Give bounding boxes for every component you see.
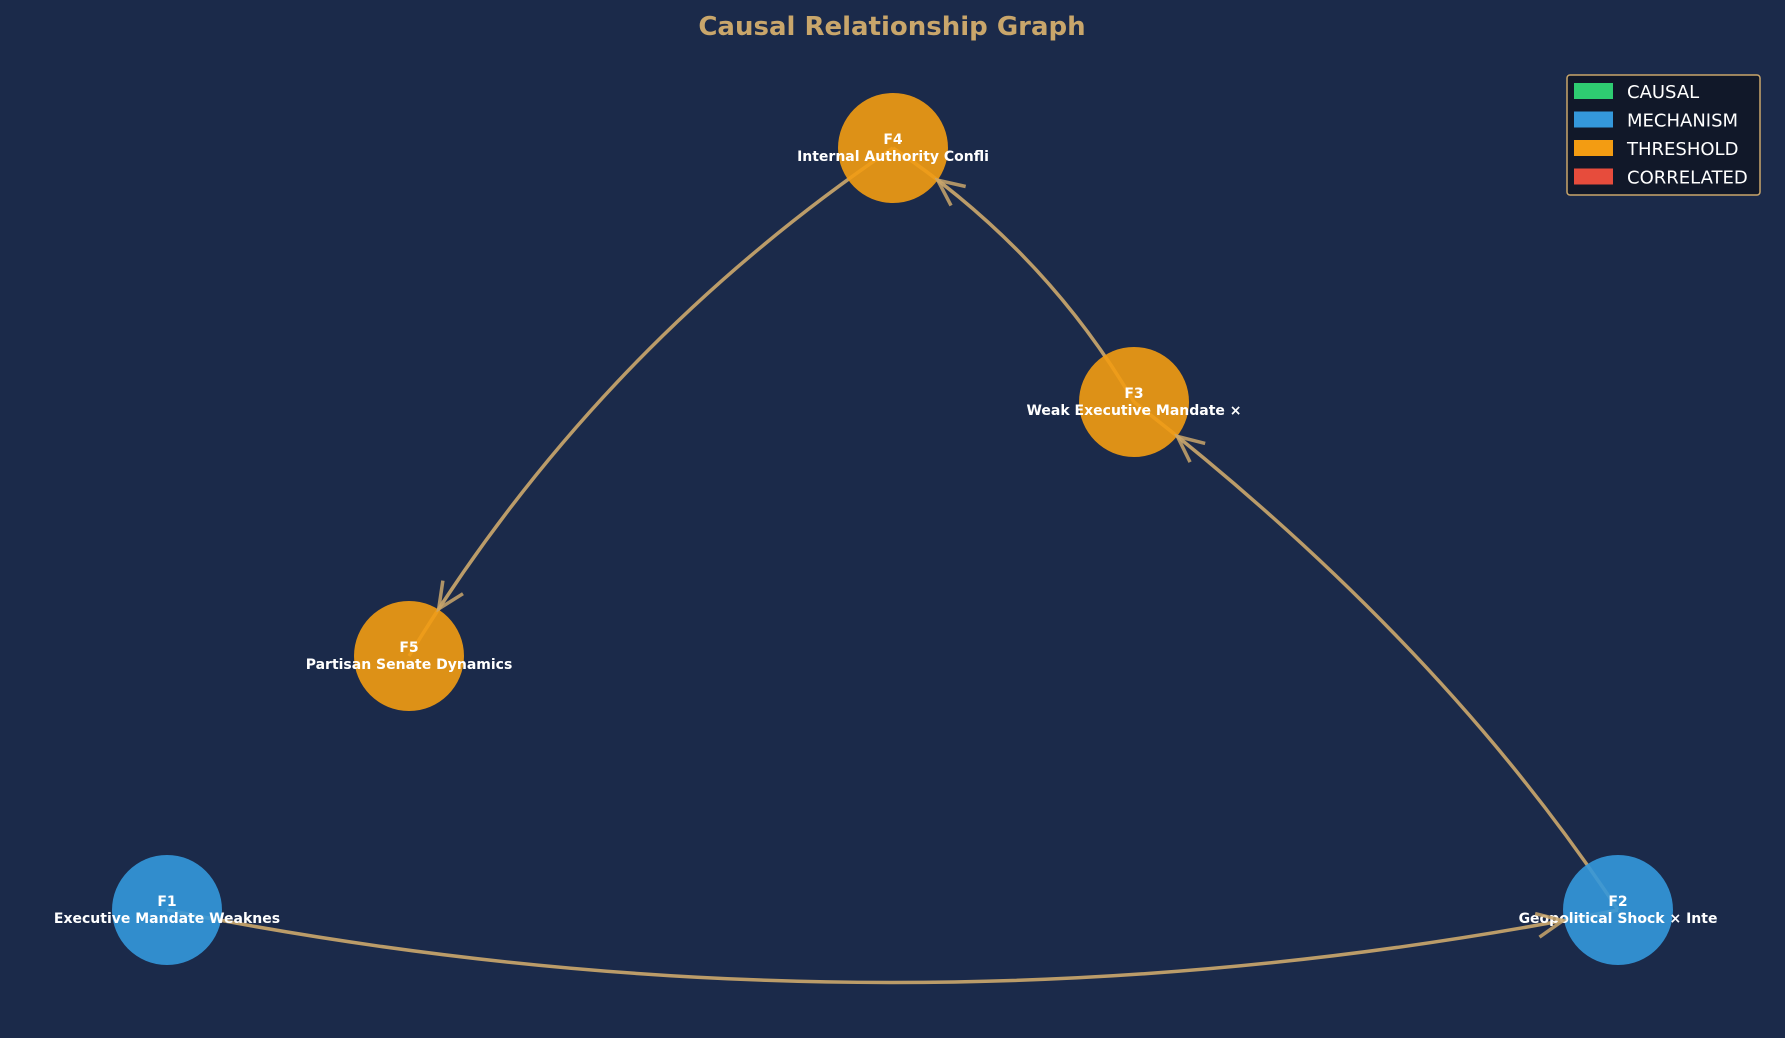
- node-f4-circle: [838, 93, 948, 203]
- node-f5-id: F5: [399, 640, 418, 656]
- arrowhead-F3-F4: [934, 177, 967, 207]
- node-f4-label: Internal Authority Confli: [797, 149, 989, 165]
- node-f3-label: Weak Executive Mandate ×: [1026, 403, 1241, 419]
- arrows-layer: [436, 177, 1568, 939]
- arrowhead-F1-F2: [1534, 911, 1568, 939]
- legend-box: [1566, 74, 1761, 196]
- edge-F2-F3: [1132, 400, 1620, 911]
- arrowhead-F4-F5: [436, 580, 464, 613]
- node-f3-circle: [1079, 347, 1189, 457]
- graph-title: Causal Relationship Graph: [698, 12, 1085, 42]
- legend-item-mechanism: MECHANISM: [1574, 111, 1738, 132]
- node-f3-id: F3: [1124, 386, 1143, 402]
- legend-label-correlated: CORRELATED: [1627, 168, 1748, 189]
- arrowhead-F2-F3: [1174, 433, 1206, 463]
- node-f5-circle: [354, 601, 464, 711]
- node-f2-circle: [1563, 855, 1673, 965]
- node-f1-circle: [112, 855, 222, 965]
- legend-swatch-threshold: [1574, 140, 1613, 156]
- legend-label-causal: CAUSAL: [1627, 82, 1699, 103]
- legend-label-threshold: THRESHOLD: [1626, 139, 1738, 160]
- node-f4-id: F4: [883, 132, 903, 148]
- node-f1-id: F1: [157, 894, 176, 910]
- node-f1-label: Executive Mandate Weaknes: [54, 911, 280, 927]
- legend-swatch-mechanism: [1574, 111, 1613, 128]
- legend-swatch-correlated: [1574, 168, 1613, 185]
- legend-swatch-causal: [1574, 83, 1613, 99]
- node-f5-label: Partisan Senate Dynamics: [306, 657, 513, 673]
- edge-F4-F5: [407, 146, 894, 657]
- edge-F1-F2: [166, 908, 1619, 985]
- legend: CAUSAL MECHANISM THRESHOLD CORRELATED: [1566, 74, 1761, 196]
- legend-item-correlated: CORRELATED: [1574, 168, 1748, 189]
- legend-item-threshold: THRESHOLD: [1574, 139, 1738, 160]
- legend-label-mechanism: MECHANISM: [1627, 111, 1738, 132]
- node-f2-label: Geopolitical Shock × Inte: [1519, 911, 1718, 927]
- node-f2-id: F2: [1608, 894, 1627, 910]
- legend-item-causal: CAUSAL: [1574, 82, 1699, 103]
